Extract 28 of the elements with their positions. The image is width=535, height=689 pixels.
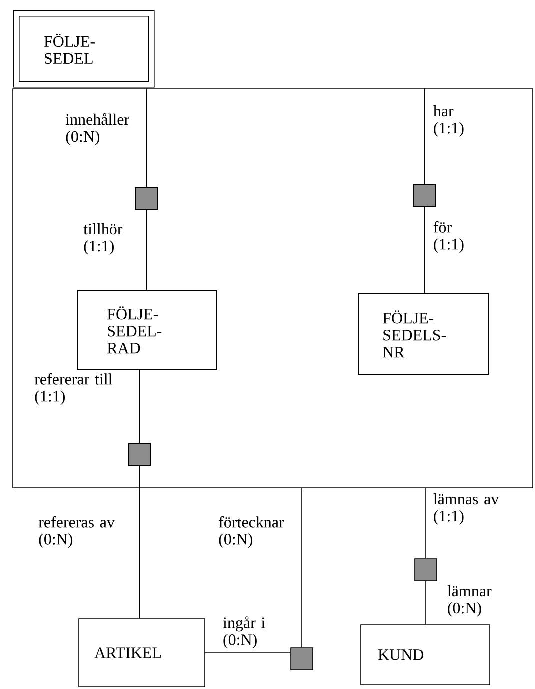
edge-label: innehåller (0:N) (66, 113, 130, 146)
edge-label: lämnas av (1:1) (434, 493, 500, 525)
entity-box: FÖLJE- SEDEL- RAD (77, 290, 217, 370)
edge-label: för (1:1) (434, 221, 464, 254)
connector-line (146, 88, 147, 188)
relation-square (413, 184, 436, 208)
relation-square (414, 558, 438, 582)
connector-line (146, 210, 147, 291)
entity-box: ARTIKEL (78, 618, 206, 688)
entity-box: FÖLJE- SEDEL (13, 10, 155, 88)
edge-label: har (1:1) (434, 105, 464, 137)
relation-square (135, 187, 158, 210)
entity-box: FÖLJE- SEDELS- NR (358, 293, 489, 375)
edge-label: refereras av (0:N) (38, 516, 115, 548)
connector-line (205, 652, 291, 654)
connector-line (424, 206, 425, 294)
entity-box: KUND (360, 624, 490, 686)
connector-line (139, 466, 140, 619)
relation-square (290, 648, 314, 670)
connector-line (424, 88, 425, 185)
edge-label: tillhör (1:1) (84, 223, 123, 255)
connector-line (139, 370, 140, 444)
relation-square (128, 443, 151, 466)
edge-label: ingår i (0:N) (223, 616, 266, 649)
edge-label: förtecknar (0:N) (219, 516, 284, 548)
group-box (12, 88, 534, 488)
edge-label: refererar till (1:1) (34, 373, 112, 406)
edge-label: lämnar (0:N) (448, 585, 492, 617)
